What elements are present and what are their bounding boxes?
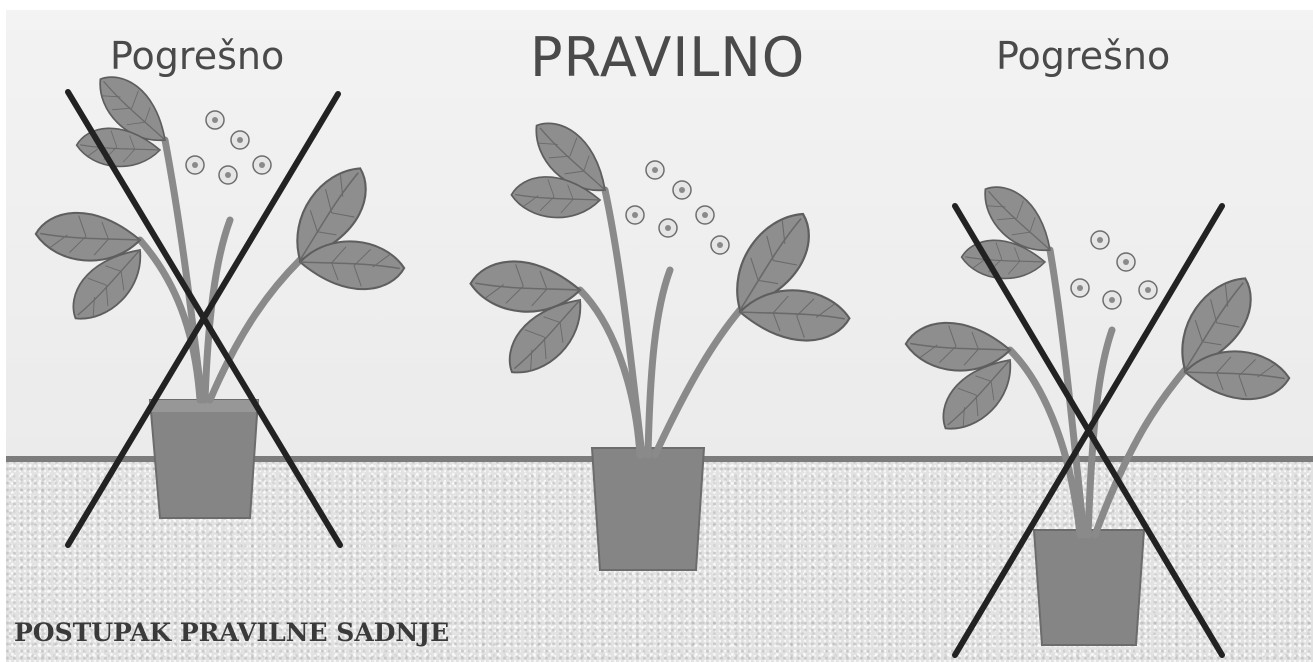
label-correct: PRAVILNO	[530, 26, 805, 89]
right-plant-stems	[1010, 250, 1185, 535]
center-plant-flowers	[626, 161, 729, 254]
center-plant-pot	[592, 448, 704, 570]
diagram-caption: POSTUPAK PRAVILNE SADNJE	[14, 618, 449, 647]
label-wrong-left: Pogrešno	[110, 34, 284, 78]
right-plant-pot	[1034, 530, 1144, 645]
label-wrong-right: Pogrešno	[996, 34, 1170, 78]
center-plant-leaves	[467, 108, 854, 381]
left-plant-flowers	[186, 111, 271, 184]
left-plant-pot	[150, 400, 258, 518]
right-plant	[902, 173, 1293, 645]
center-plant	[467, 108, 854, 570]
right-plant-flowers	[1071, 231, 1157, 309]
